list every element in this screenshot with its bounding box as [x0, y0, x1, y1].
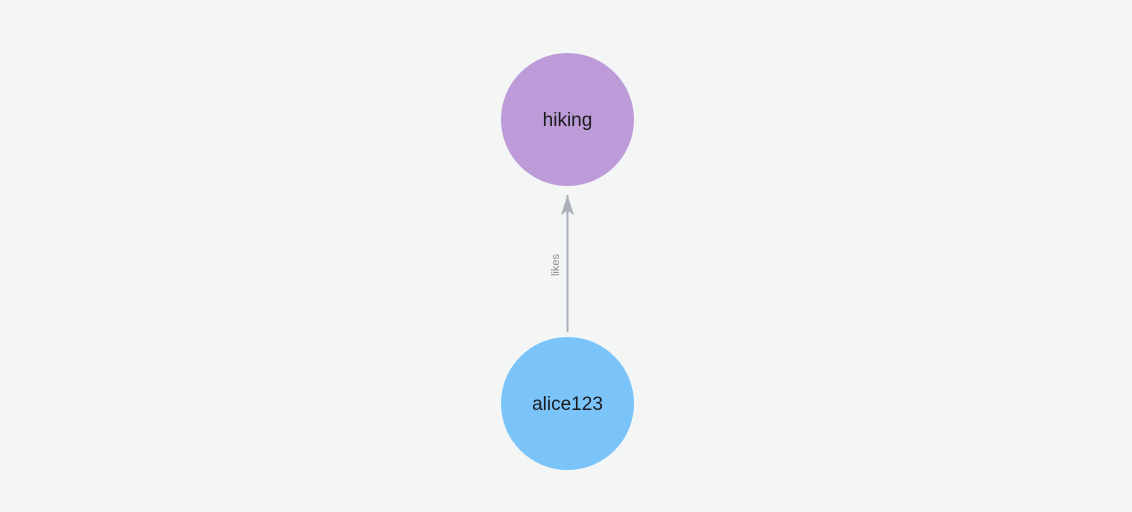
- edge-arrowhead-icon: [561, 195, 574, 215]
- node-label-alice123: alice123: [532, 394, 603, 415]
- node-label-hiking: hiking: [543, 110, 593, 131]
- graph-node-hiking[interactable]: hiking: [501, 53, 634, 186]
- node-circle-alice123[interactable]: [501, 337, 634, 470]
- edge-label-likes: likes: [550, 254, 562, 277]
- graph-node-alice123[interactable]: alice123: [501, 337, 634, 470]
- graph-edge-likes[interactable]: likes: [550, 195, 574, 332]
- node-circle-hiking[interactable]: [501, 53, 634, 186]
